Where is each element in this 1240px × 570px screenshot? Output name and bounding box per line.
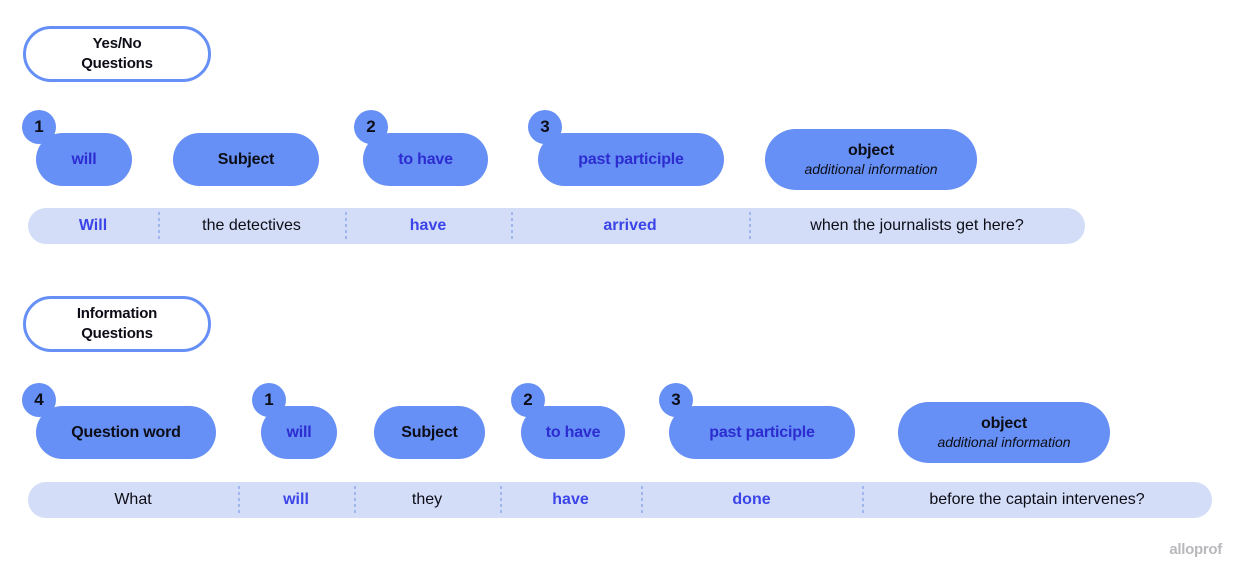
sentence-segment: will (238, 482, 354, 518)
sentence-segment: before the captain intervenes? (862, 482, 1212, 518)
pill-past-participle[interactable]: past participle (538, 133, 724, 186)
section-header-line: Questions (81, 55, 153, 72)
sentence-segment: the detectives (158, 208, 345, 244)
sentence-strip-information: What will they have done before the capt… (28, 482, 1212, 518)
pill-label: to have (398, 150, 453, 168)
section-header-line: Yes/No (92, 35, 142, 52)
pill-sublabel: additional information (804, 161, 938, 177)
pill-to-have[interactable]: to have (521, 406, 625, 459)
step-badge-1: 1 (22, 110, 56, 144)
pill-label: will (71, 150, 97, 168)
pill-label: Subject (217, 150, 275, 168)
step-badge-3: 3 (528, 110, 562, 144)
pill-question-word[interactable]: Question word (36, 406, 216, 459)
pill-label: will (286, 423, 312, 441)
section-header-information: Information Questions (23, 296, 211, 352)
sentence-segment: have (500, 482, 641, 518)
pill-label: past participle (709, 423, 815, 441)
step-badge-2: 2 (511, 383, 545, 417)
sentence-segment: arrived (511, 208, 749, 244)
sentence-segment: Will (78, 217, 108, 234)
pill-label: object (848, 142, 894, 159)
pill-label: Subject (401, 423, 458, 441)
section-header-line: Information (76, 305, 158, 322)
pill-sublabel: additional information (937, 434, 1071, 450)
sentence-segment: they (354, 482, 500, 518)
pill-to-have[interactable]: to have (363, 133, 488, 186)
pill-subject[interactable]: Subject (374, 406, 485, 459)
pill-label: to have (545, 423, 601, 441)
pill-object[interactable]: object additional information (898, 402, 1110, 463)
step-badge-1: 1 (252, 383, 286, 417)
pill-label: past participle (578, 150, 684, 168)
sentence-strip-yes-no: Will the detectives have arrived when th… (28, 208, 1085, 244)
pill-label: object (981, 415, 1027, 432)
pill-subject[interactable]: Subject (173, 133, 319, 186)
step-badge-4: 4 (22, 383, 56, 417)
alloprof-watermark: alloprof (1169, 541, 1222, 558)
step-badge-2: 2 (354, 110, 388, 144)
pill-past-participle[interactable]: past participle (669, 406, 855, 459)
pill-label: Question word (71, 423, 181, 441)
sentence-segment: What (114, 491, 152, 508)
section-header-line: Questions (81, 325, 153, 342)
pill-will[interactable]: will (36, 133, 132, 186)
section-header-yes-no: Yes/No Questions (23, 26, 211, 82)
sentence-segment: when the journalists get here? (749, 208, 1085, 244)
step-badge-3: 3 (659, 383, 693, 417)
sentence-segment: done (641, 482, 862, 518)
pill-object[interactable]: object additional information (765, 129, 977, 190)
sentence-segment: have (345, 208, 511, 244)
